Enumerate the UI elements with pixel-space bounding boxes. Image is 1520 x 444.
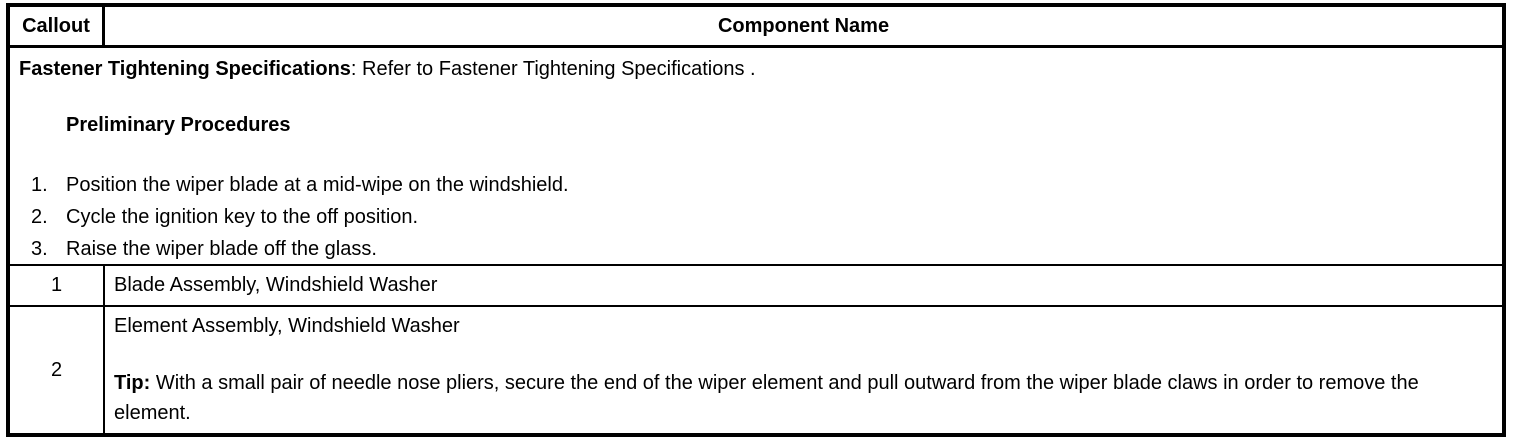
table-row: 1 Blade Assembly, Windshield Washer [10,266,1502,307]
list-item: 2. Cycle the ignition key to the off pos… [10,201,1502,233]
component-header-label: Component Name [717,14,890,37]
component-name: Element Assembly, Windshield Washer [114,315,460,337]
component-cell: Element Assembly, Windshield Washer Tip:… [105,307,1502,433]
component-callout-table: Callout Component Name Fastener Tighteni… [6,3,1506,437]
component-cell: Blade Assembly, Windshield Washer [105,266,1502,305]
list-item: 3. Raise the wiper blade off the glass. [10,233,1502,265]
tip-text: With a small pair of needle nose pliers,… [114,372,1419,424]
callout-cell: 2 [10,307,105,433]
callout-number: 1 [50,274,63,296]
fastener-spec-label: Fastener Tightening Specifications [19,58,351,80]
fastener-spec-line: Fastener Tightening Specifications: Refe… [10,57,1502,81]
preliminary-procedures-list: 1. Position the wiper blade at a mid-wip… [10,169,1502,265]
callout-number: 2 [50,358,63,381]
list-item: 1. Position the wiper blade at a mid-wip… [10,169,1502,201]
fastener-spec-text: : Refer to Fastener Tightening Specifica… [350,58,756,80]
list-item-text: Cycle the ignition key to the off positi… [66,206,419,228]
callout-header-label: Callout [22,14,90,37]
fastener-spec-row: Fastener Tightening Specifications: Refe… [10,48,1502,266]
tip-label: Tip: [114,372,151,394]
component-name-column-header: Component Name [105,7,1502,45]
callout-column-header: Callout [10,7,105,45]
list-item-number: 3. [31,238,48,260]
preliminary-procedures-heading: Preliminary Procedures [66,114,291,136]
callout-cell: 1 [10,266,105,305]
list-item-number: 1. [31,174,48,196]
table-row: 2 Element Assembly, Windshield Washer Ti… [10,307,1502,433]
list-item-text: Raise the wiper blade off the glass. [66,238,377,260]
table-header-row: Callout Component Name [10,7,1502,48]
list-item-text: Position the wiper blade at a mid-wipe o… [66,174,569,196]
component-name: Blade Assembly, Windshield Washer [114,274,438,296]
tip-paragraph: Tip: With a small pair of needle nose pl… [114,368,1494,428]
list-item-number: 2. [31,206,48,228]
